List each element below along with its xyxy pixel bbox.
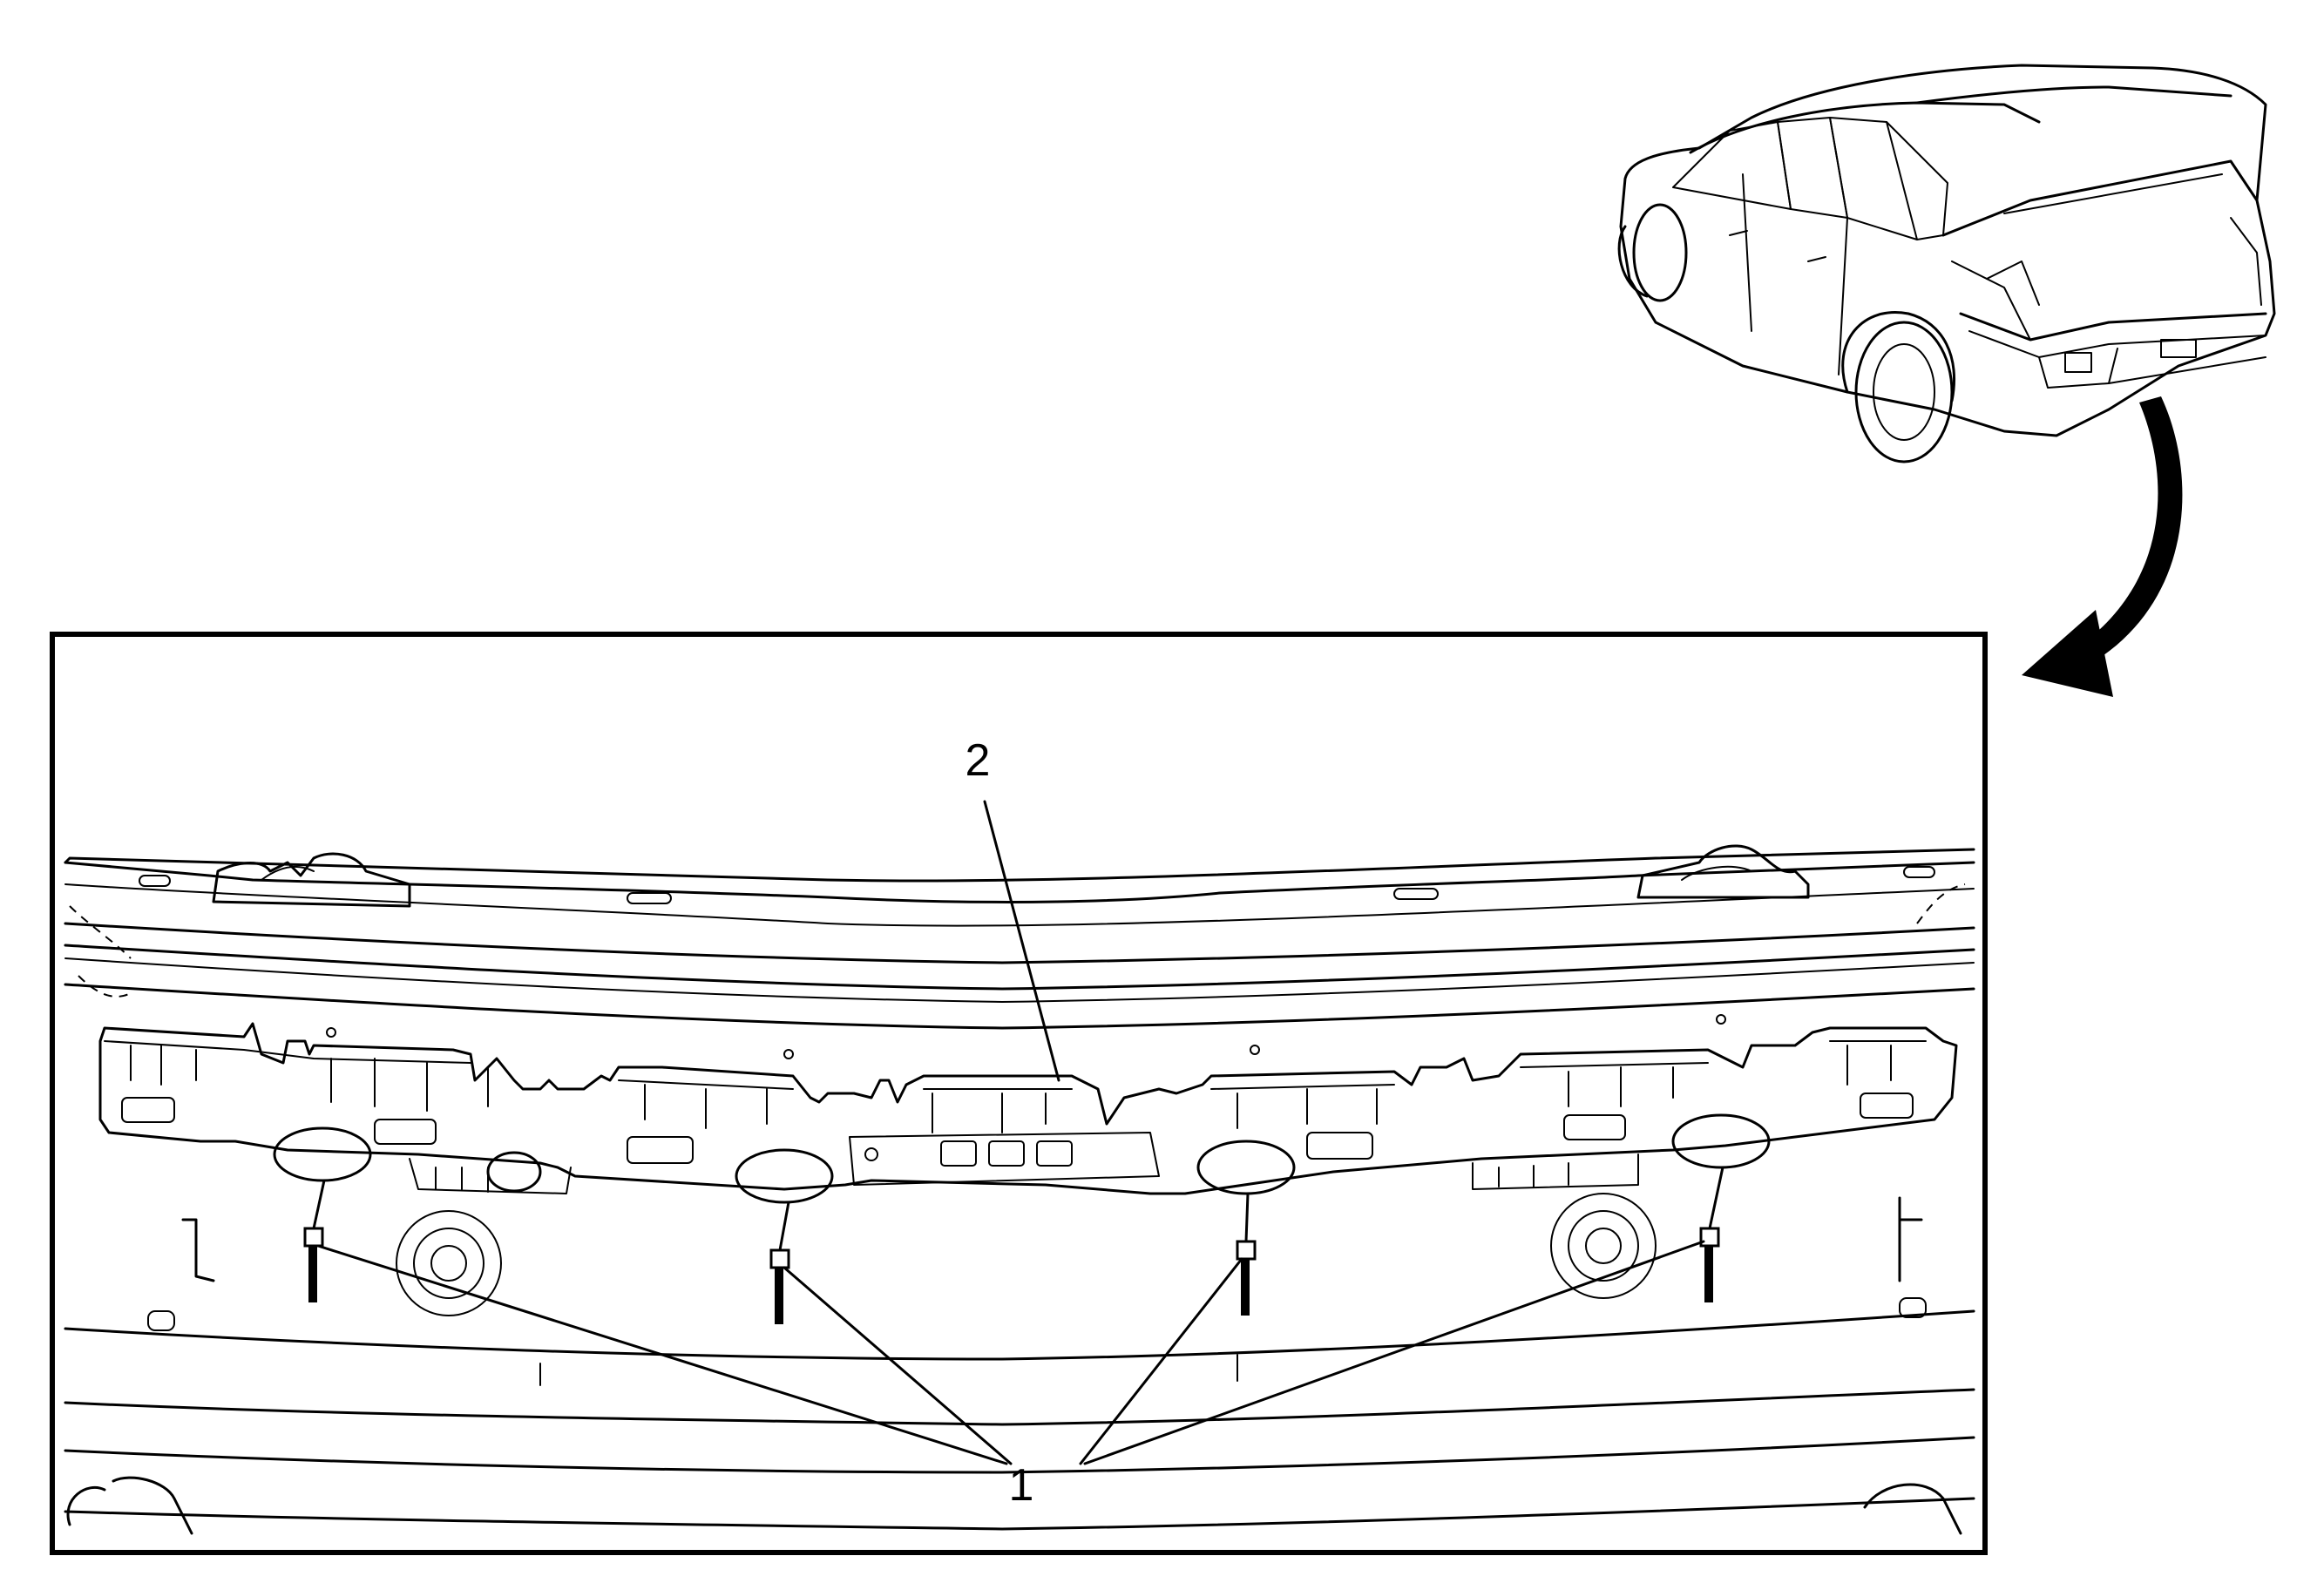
callout-label-2: 2 xyxy=(966,735,991,786)
bolts xyxy=(303,1166,1724,1324)
callout-label-1: 1 xyxy=(1009,1460,1034,1511)
bolt-1 xyxy=(303,1179,326,1302)
mounting-bosses xyxy=(273,1113,1771,1204)
detail-view-frame xyxy=(50,632,1988,1555)
detail-view-arrow xyxy=(2022,396,2183,697)
detail-view-illustration xyxy=(64,844,1975,1535)
vehicle-overview-illustration xyxy=(1617,64,2276,463)
bolt-4 xyxy=(1699,1166,1724,1302)
leader-lines xyxy=(316,800,1705,1465)
bolt-3 xyxy=(1236,1192,1257,1316)
bolt-2 xyxy=(769,1201,790,1324)
